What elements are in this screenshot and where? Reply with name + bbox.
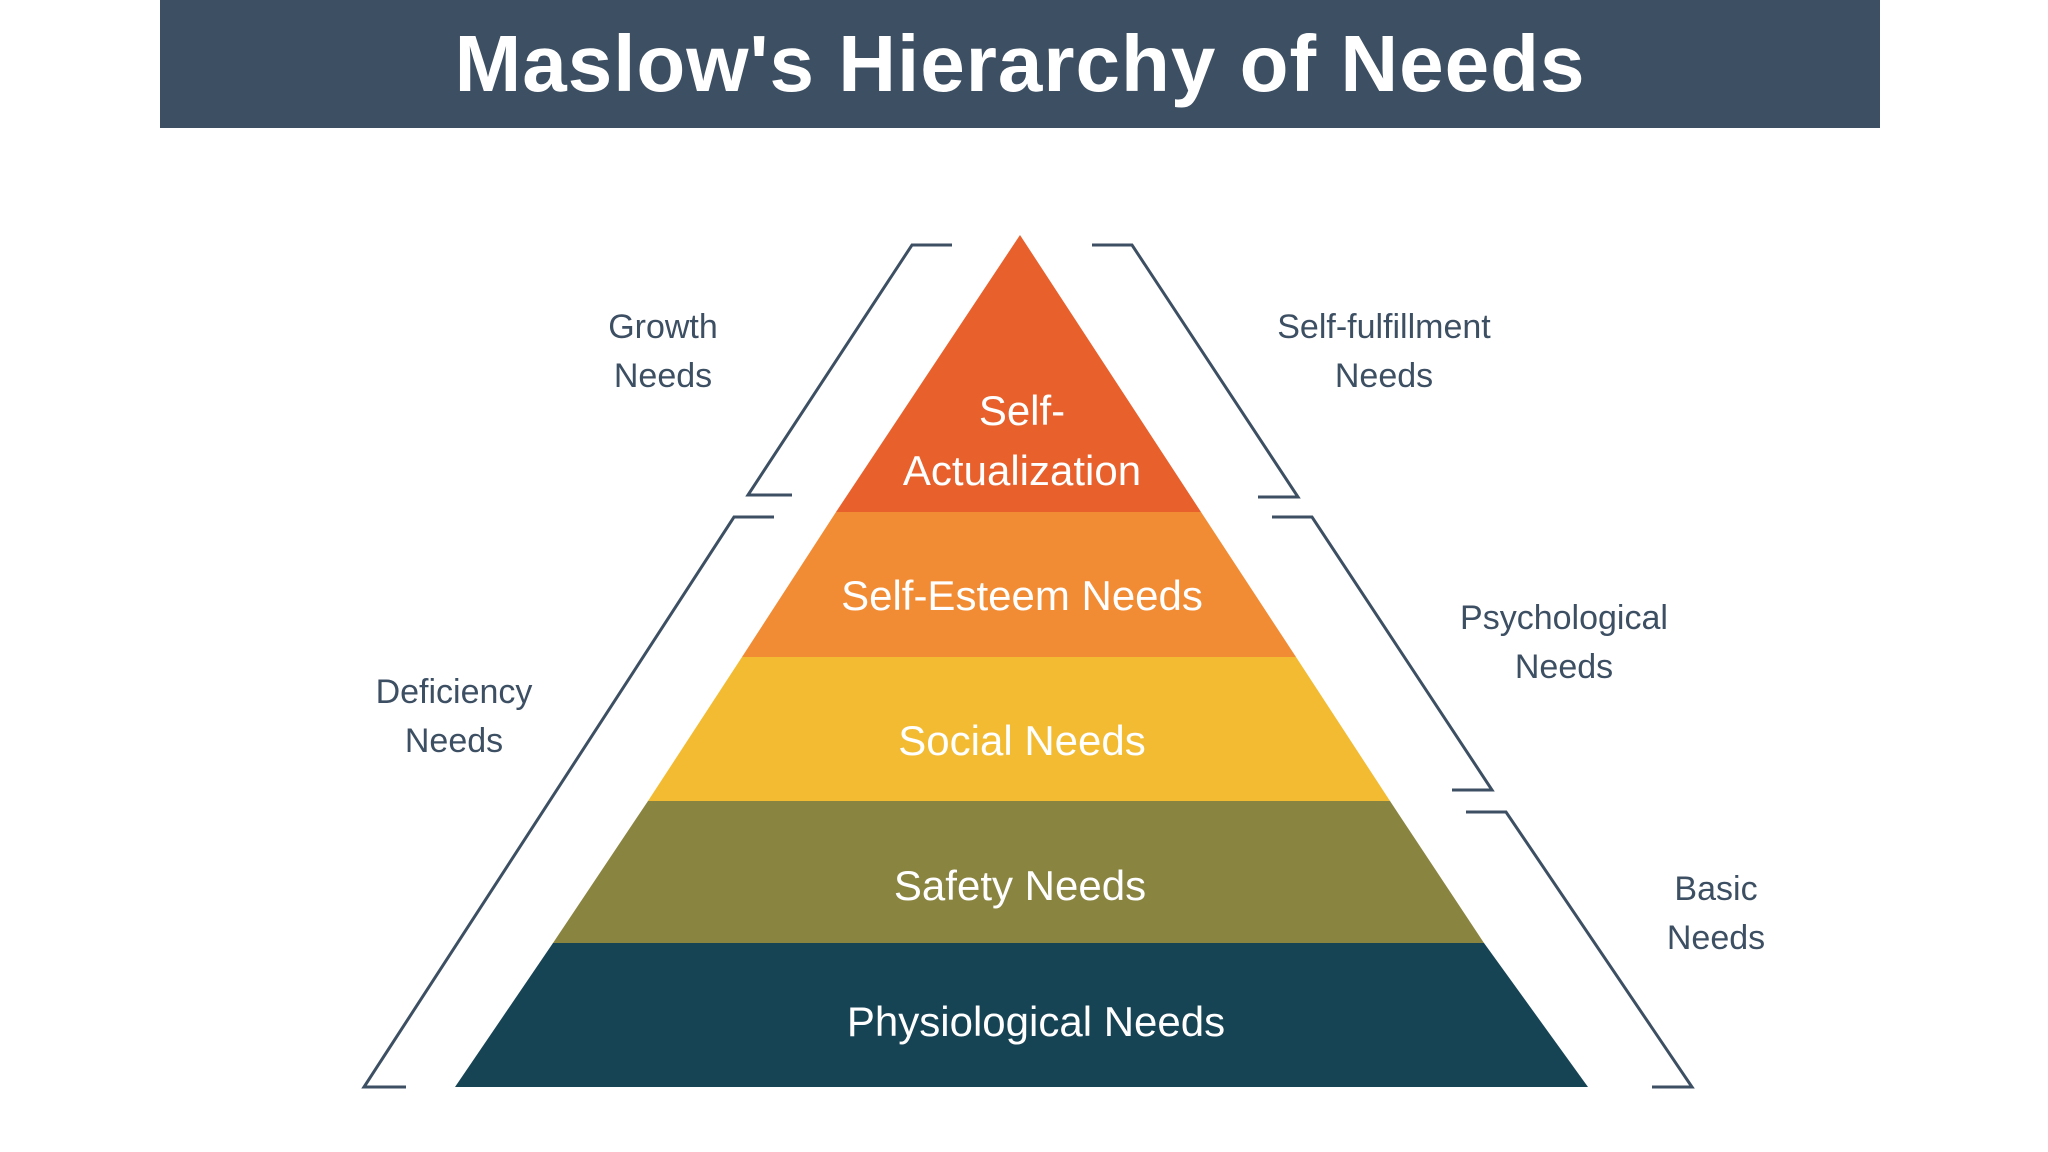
- label-deficiency-needs-1: Deficiency: [376, 673, 533, 711]
- bracket-psychological-needs: [1272, 515, 1495, 792]
- tier-physiological: [455, 943, 1588, 1087]
- bracket-growth-needs: [745, 243, 952, 497]
- label-basic-needs-1: Basic: [1674, 870, 1757, 908]
- bracket-basic-needs: [1466, 810, 1695, 1089]
- label-self-fulfillment-needs-1: Self-fulfillment: [1277, 308, 1491, 346]
- label-psychological-needs-1: Psychological: [1460, 599, 1668, 637]
- tier-self-esteem: [742, 512, 1296, 657]
- tier-self-actualization: [836, 235, 1201, 512]
- bracket-self-fulfillment-needs: [1092, 243, 1301, 499]
- tier-label-social: Social Needs: [898, 717, 1145, 764]
- label-growth-needs-2: Needs: [614, 357, 712, 395]
- tier-label-safety: Safety Needs: [894, 862, 1146, 909]
- label-self-fulfillment-needs-2: Needs: [1335, 357, 1433, 395]
- tier-social: [648, 657, 1390, 801]
- label-deficiency-needs-2: Needs: [405, 722, 503, 760]
- label-growth-needs-1: Growth: [608, 308, 718, 346]
- title-bar: Maslow's Hierarchy of Needs: [160, 0, 1880, 128]
- tier-label-self-actualization-2: Actualization: [903, 447, 1141, 494]
- bracket-deficiency-needs: [361, 515, 774, 1089]
- label-basic-needs-2: Needs: [1667, 919, 1765, 957]
- tier-label-self-actualization-1: Self-: [979, 387, 1065, 434]
- tier-safety: [553, 801, 1484, 943]
- page-title: Maslow's Hierarchy of Needs: [454, 19, 1586, 108]
- label-psychological-needs-2: Needs: [1515, 648, 1613, 686]
- tier-label-physiological: Physiological Needs: [847, 998, 1225, 1045]
- tier-label-self-esteem: Self-Esteem Needs: [841, 572, 1203, 619]
